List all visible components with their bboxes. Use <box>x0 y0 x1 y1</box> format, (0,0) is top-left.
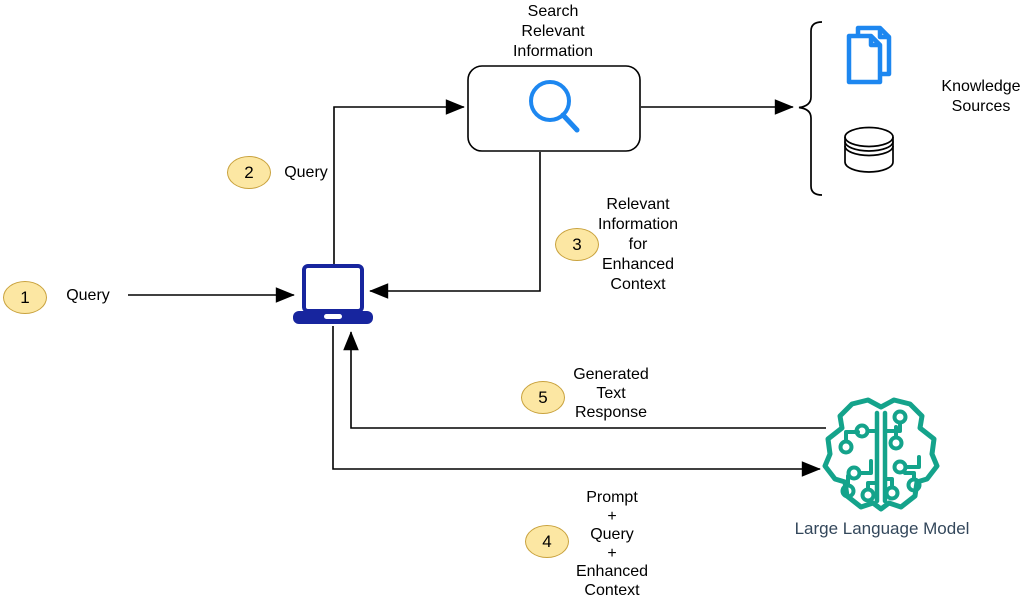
step-label-1: Query <box>66 287 110 304</box>
step-badge-4: 4 <box>525 525 569 558</box>
arrow-prompt-4 <box>332 326 821 477</box>
step-label-4: Prompt + Query + Enhanced Context <box>575 489 649 598</box>
step-badge-5: 5 <box>521 381 565 414</box>
arrow-response-5 <box>343 331 826 429</box>
arrow-query-2 <box>333 99 465 267</box>
knowledge-sources-label: Knowledge Sources <box>941 78 1021 115</box>
magnifier-icon <box>529 80 580 133</box>
step-badge-3: 3 <box>555 228 599 261</box>
step-label-3: Relevant Information for Enhanced Contex… <box>597 196 679 293</box>
step-label-2: Query <box>284 164 328 181</box>
step-badge-1: 1 <box>3 281 47 314</box>
llm-label: Large Language Model <box>794 519 970 538</box>
database-icon <box>844 126 894 173</box>
documents-icon <box>846 25 892 85</box>
brain-circuit-icon <box>822 397 940 512</box>
laptop-icon <box>293 264 373 324</box>
search-node-label: Search Relevant Information <box>512 3 594 60</box>
search-node-box <box>467 65 641 152</box>
knowledge-brace <box>798 21 823 196</box>
step-label-5: Generated Text Response <box>573 366 649 421</box>
arrow-relevant-info-3 <box>369 152 541 299</box>
step-badge-2: 2 <box>227 156 271 189</box>
